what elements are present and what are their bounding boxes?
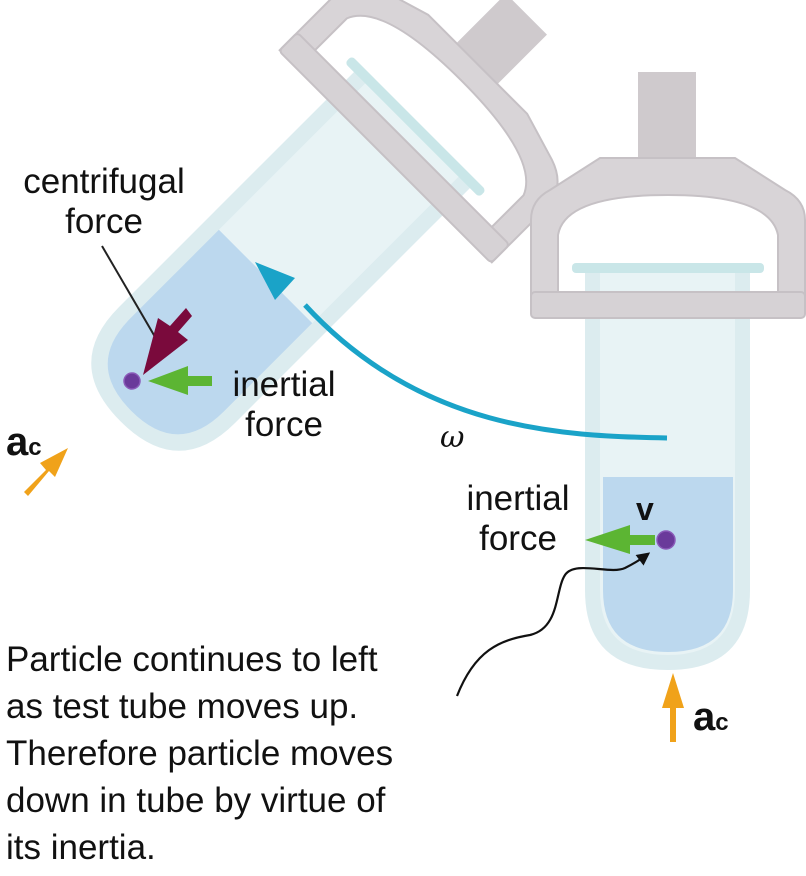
accel-arrow-right-icon: [662, 673, 684, 742]
left-particle-forces: [24, 245, 212, 496]
caption-line: its inertia.: [6, 828, 156, 867]
rotation-arrowhead-icon: [255, 262, 295, 300]
particle-right: [656, 530, 676, 550]
explanation-caption: Particle continues to left as test tube …: [6, 636, 486, 871]
inertial-force-arrow-left-icon: [148, 366, 212, 395]
caption-line: as test tube moves up.: [6, 687, 359, 726]
tilted-tube-rim: [346, 57, 485, 196]
accel-right-subscript: c: [715, 709, 729, 736]
inertial-force-arrow-right-icon: [585, 525, 655, 554]
accel-left-label: ac: [6, 422, 42, 468]
upright-test-tube: [530, 72, 806, 670]
centrifugal-force-label: centrifugal force: [4, 162, 204, 242]
centrifugal-leader-line: [101, 245, 159, 343]
upright-tube-rim: [572, 263, 764, 273]
inertial-force-right-label: inertial force: [452, 479, 584, 559]
inertial-left-line1: inertial: [232, 365, 336, 404]
caption-leader-line: [455, 552, 651, 697]
inertial-left-line2: force: [245, 405, 323, 444]
particle-left: [123, 372, 141, 390]
upright-holder-bracket: [530, 157, 806, 301]
centrifugal-force-arrow-icon: [143, 308, 192, 375]
caption-line: Therefore particle moves: [6, 734, 394, 773]
upright-holder-bar: [530, 291, 806, 319]
rotation-arrow: [255, 262, 668, 441]
upright-tube-liquid: [603, 477, 733, 652]
caption-line: Particle continues to left: [6, 640, 378, 679]
inertial-force-left-label: inertial force: [218, 365, 350, 445]
accel-arrow-left-icon: [24, 448, 68, 496]
inertial-right-line1: inertial: [466, 479, 570, 518]
accel-left-symbol: a: [6, 420, 29, 464]
angular-velocity-label: ω: [440, 420, 465, 455]
tilted-test-tube: [91, 0, 559, 451]
centrifugal-label-line2: force: [65, 202, 143, 241]
right-particle-forces: [455, 525, 684, 742]
accel-right-symbol: a: [693, 695, 716, 739]
velocity-label: v: [636, 491, 654, 527]
caption-line: down in tube by virtue of: [6, 781, 386, 820]
tilted-holder-bar: [279, 33, 509, 263]
accel-left-subscript: c: [28, 434, 42, 461]
centrifugal-label-line1: centrifugal: [23, 162, 185, 201]
accel-right-label: ac: [693, 697, 729, 743]
upright-holder-stem: [638, 72, 696, 160]
inertial-right-line2: force: [479, 519, 557, 558]
